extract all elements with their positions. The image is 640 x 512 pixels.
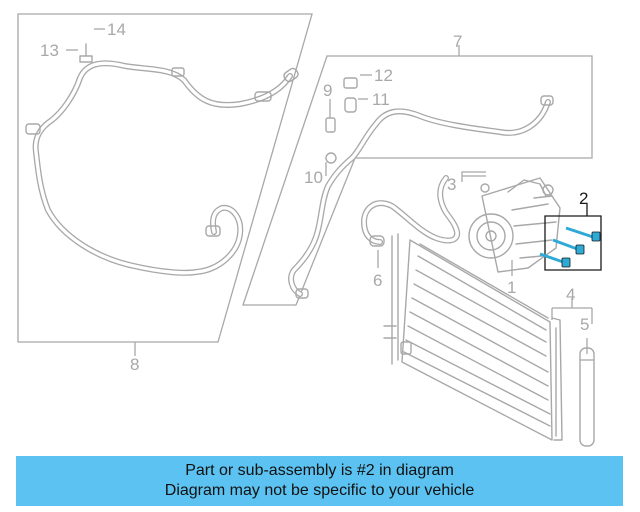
hose-assembly-8 bbox=[25, 43, 299, 276]
bolt-group-2 bbox=[539, 204, 602, 271]
hose-6 bbox=[361, 175, 490, 247]
callout-10: 10 bbox=[304, 168, 323, 187]
banner-line-2: Diagram may not be specific to your vehi… bbox=[164, 482, 475, 499]
parts-diagram: 1 2 3 4 5 6 7 8 9 10 11 12 13 14 bbox=[17, 13, 602, 447]
banner-line-1: Part or sub-assembly is #2 in diagram bbox=[185, 462, 454, 479]
bolt-2a bbox=[565, 226, 601, 242]
info-banner: Part or sub-assembly is #2 in diagram Di… bbox=[16, 456, 623, 506]
callout-labels: 1 2 3 4 5 6 7 8 9 10 11 12 13 14 bbox=[40, 20, 589, 374]
callout-11: 11 bbox=[372, 90, 390, 109]
condenser bbox=[383, 233, 563, 441]
callout-3: 3 bbox=[447, 175, 456, 194]
panel-8-outline bbox=[17, 13, 313, 343]
callout-9: 9 bbox=[323, 81, 332, 100]
callout-1: 1 bbox=[507, 278, 516, 297]
callout-13: 13 bbox=[40, 41, 59, 60]
receiver-drier-5 bbox=[579, 347, 595, 447]
callout-2: 2 bbox=[579, 189, 588, 208]
callout-5: 5 bbox=[580, 315, 589, 334]
bolt-2b bbox=[552, 238, 585, 255]
callout-7: 7 bbox=[453, 32, 462, 51]
callout-12: 12 bbox=[374, 66, 393, 85]
callout-6: 6 bbox=[373, 271, 382, 290]
callout-14: 14 bbox=[107, 20, 126, 39]
compressor-1 bbox=[468, 177, 561, 273]
hose-assembly-7 bbox=[288, 77, 554, 299]
bolt-2c bbox=[539, 252, 571, 268]
leader-lines bbox=[66, 28, 593, 356]
callout-4: 4 bbox=[566, 285, 575, 304]
callout-8: 8 bbox=[130, 355, 139, 374]
